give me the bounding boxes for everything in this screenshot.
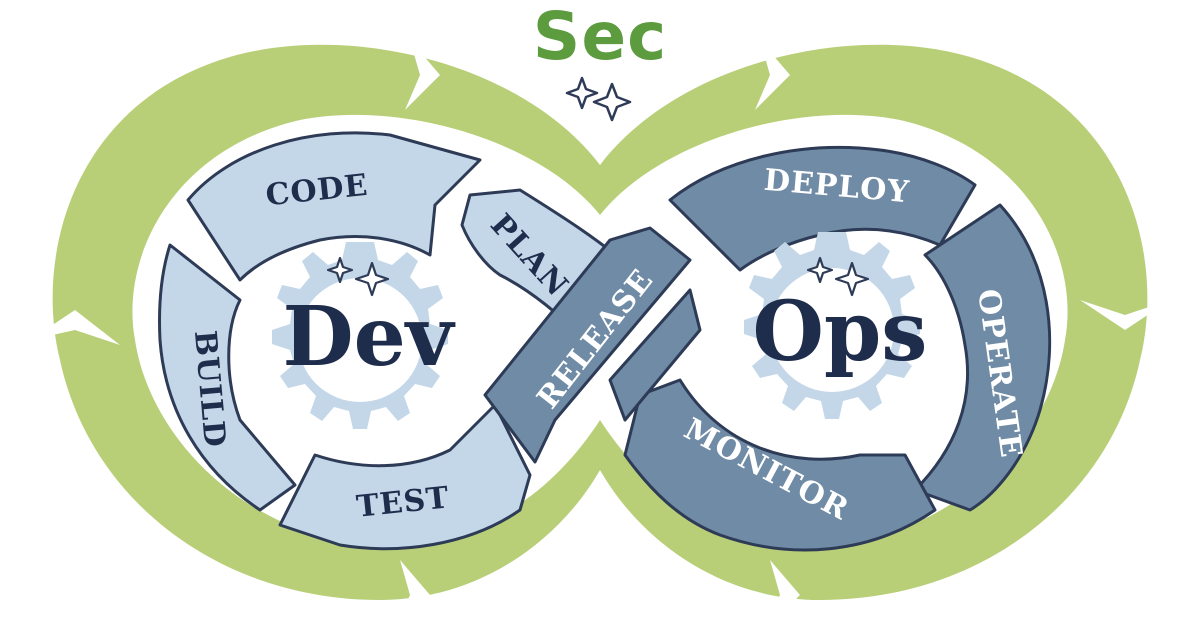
ring-arrow-notch xyxy=(395,560,430,630)
stage-build-segment xyxy=(158,243,297,512)
release-arrow-fold xyxy=(608,288,702,422)
stage-monitor-segment xyxy=(623,378,937,552)
ring-arrow-notch xyxy=(1080,300,1170,330)
sparkle-icon xyxy=(806,256,870,297)
release-bridge xyxy=(483,226,702,464)
release-arrow xyxy=(483,226,692,464)
stage-test-segment xyxy=(278,403,532,551)
ring-arrow-notch xyxy=(765,560,800,630)
sparkle-icon xyxy=(326,256,390,297)
stage-code-segment xyxy=(186,131,482,282)
stage-deploy-segment xyxy=(668,145,977,272)
ring-arrow-notch xyxy=(755,40,790,110)
sparkle-icon xyxy=(565,76,632,122)
dev-gear-icon xyxy=(272,242,448,429)
stage-operate-segment xyxy=(913,203,1052,512)
sec-title: Sec xyxy=(532,0,668,75)
ops-gear-icon xyxy=(744,232,920,419)
ring-arrow-notch xyxy=(405,40,440,110)
ops-label: Ops xyxy=(753,284,928,380)
dev-loop xyxy=(158,131,642,551)
dev-label: Dev xyxy=(283,289,456,385)
ring-arrow-notch xyxy=(30,310,120,345)
ops-loop xyxy=(623,145,1052,552)
